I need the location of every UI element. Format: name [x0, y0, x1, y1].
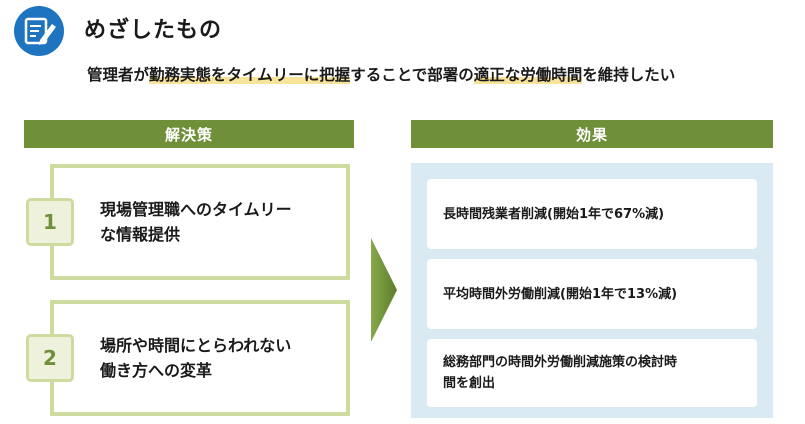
effects-panel: 長時間残業者削減(開始1年で67%減) 平均時間外労働削減(開始1年で13%減)…	[411, 163, 773, 418]
effect-item: 平均時間外労働削減(開始1年で13%減)	[427, 259, 757, 329]
effect-line: 総務部門の時間外労働削減施策の検討時	[443, 355, 678, 370]
effect-line: 長時間残業者削減(開始1年で67%減)	[443, 206, 665, 222]
solutions-header: 解決策	[24, 120, 354, 148]
solution-card: 場所や時間にとらわれない 働き方への変革	[50, 300, 350, 416]
solution-line: 働き方への変革	[100, 361, 213, 380]
solution-number-badge: 2	[26, 334, 74, 382]
effect-item: 総務部門の時間外労働削減施策の検討時 間を創出	[427, 339, 757, 407]
solution-line: 現場管理職へのタイムリー	[100, 200, 292, 219]
page-title: めざしたもの	[84, 18, 223, 43]
goal-segment-highlight: 適正な労働時間	[473, 66, 583, 84]
goal-segment: 管理者が	[87, 66, 150, 84]
edit-document-icon	[14, 6, 64, 56]
effect-item: 長時間残業者削減(開始1年で67%減)	[427, 179, 757, 249]
solution-text: 場所や時間にとらわれない 働き方への変革	[100, 333, 291, 383]
solution-line: な情報提供	[100, 225, 181, 244]
right-arrow-icon	[371, 238, 397, 342]
solution-line: 場所や時間にとらわれない	[100, 336, 292, 355]
goal-segment-highlight: 勤務実態をタイムリーに把握	[149, 66, 351, 84]
solution-text: 現場管理職へのタイムリー な情報提供	[100, 197, 292, 247]
goal-segment: を維持したい	[582, 66, 676, 84]
goal-segment: することで部署の	[350, 66, 474, 84]
effect-line: 間を創出	[443, 376, 496, 391]
goal-statement: 管理者が勤務実態をタイムリーに把握することで部署の適正な労働時間を維持したい	[87, 63, 675, 85]
solution-card: 現場管理職へのタイムリー な情報提供	[50, 164, 350, 280]
effect-line: 平均時間外労働削減(開始1年で13%減)	[443, 286, 678, 302]
solution-number-badge: 1	[26, 198, 74, 246]
effects-header: 効果	[411, 120, 773, 148]
